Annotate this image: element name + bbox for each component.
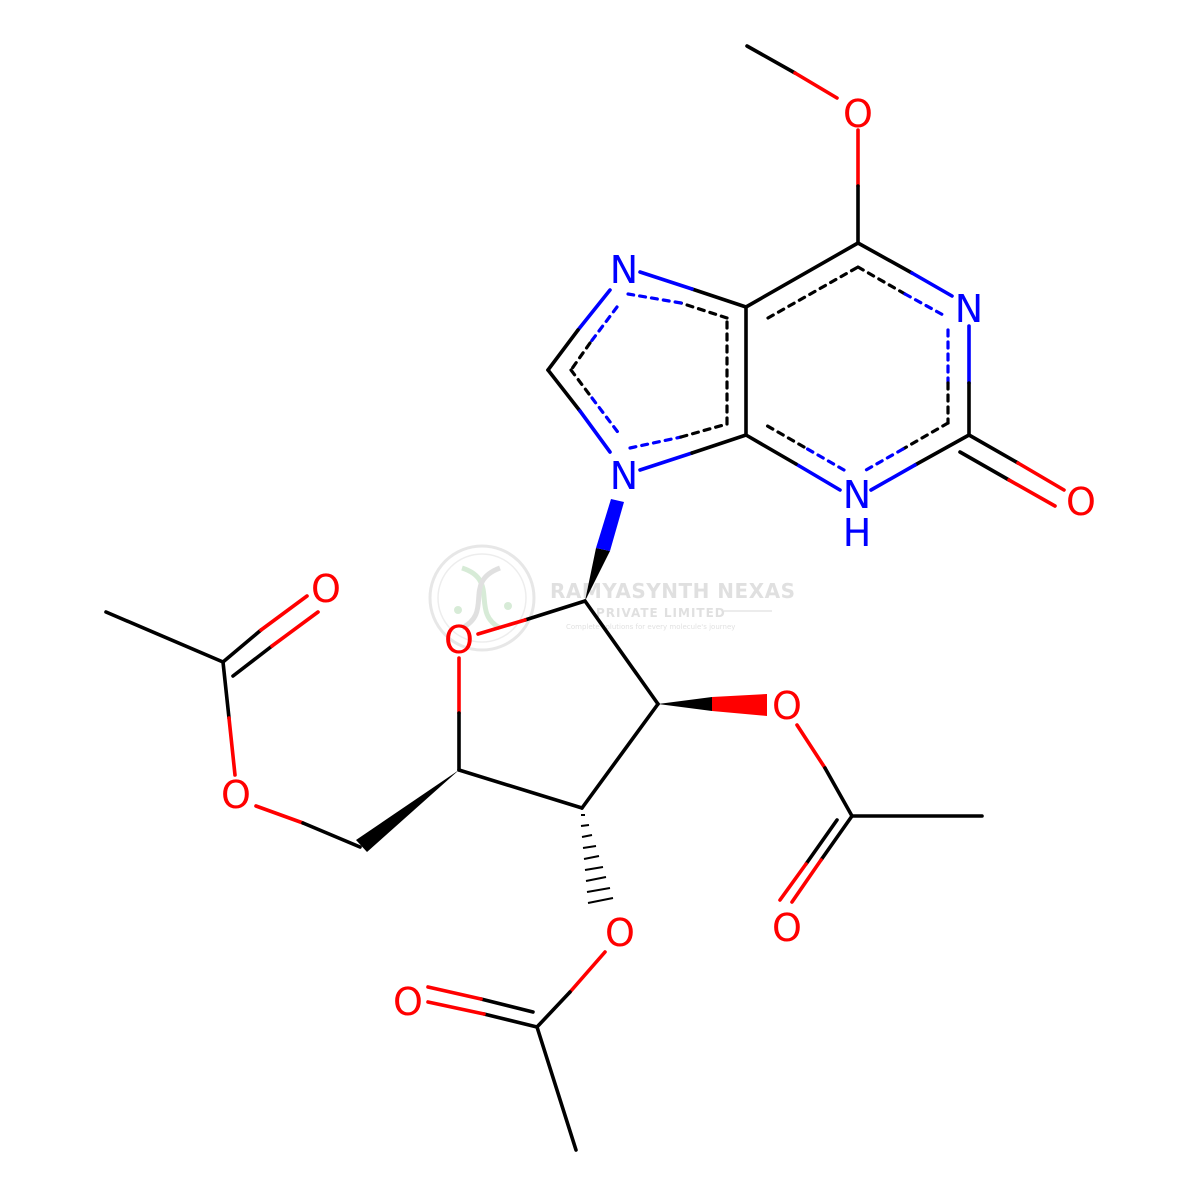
bond-n9-c4-blue (638, 451, 694, 472)
bond-c-o-bottom (482, 1012, 539, 1029)
bond-c-oester-left-red (227, 716, 237, 777)
bond-c-o-left (221, 628, 263, 664)
bond-n3-c4-blue (794, 462, 842, 492)
wedge-c1-n9 (585, 548, 610, 601)
wedge-c1-n9-blue (596, 499, 624, 551)
bond-c2-n3-blue (869, 463, 917, 492)
bond-n3-c4 (744, 433, 798, 466)
bond-n7-c8 (546, 328, 580, 372)
bond-c2-o-2-red (1007, 478, 1057, 508)
bond-c2-o (967, 433, 1020, 465)
aromatic-dashes (569, 265, 950, 472)
bond-oester-ch2-red (254, 804, 305, 825)
bond-o-c-right (823, 766, 854, 818)
atom-o-acetyl-right-ester: O (772, 684, 802, 728)
wedge-c2-o-red (712, 694, 767, 716)
bond-c-me-bottom (535, 1025, 578, 1152)
bond-c5-n7-blue (638, 270, 694, 291)
atom-n3: N (843, 473, 871, 517)
bond-c-o-right (819, 814, 854, 862)
bond-c-o-right-red (790, 858, 823, 904)
hash-c3-o (580, 814, 614, 904)
bond-c-oester-left (221, 660, 231, 720)
atom-n1: N (955, 287, 983, 331)
atom-o-acetyl-left-carbonyl: O (311, 567, 341, 611)
dna-leaf-logo-icon (428, 544, 536, 652)
atom-n7: N (610, 248, 638, 292)
bond-c-o-left-2-red (270, 610, 320, 648)
bond-c1-o4-red (476, 618, 527, 636)
bond-o-c-right-red (795, 723, 827, 770)
bond-c6-n1 (856, 241, 914, 275)
watermark-company: RAMYASYNTH NEXAS (550, 579, 796, 603)
bond-c4-c3 (457, 768, 584, 810)
bond-c8-n9 (546, 368, 582, 413)
bond-c-o-right-2-red (778, 862, 808, 902)
bond-c-o-left-2 (231, 644, 274, 678)
watermark-subtitle: PRIVATE LIMITED (596, 606, 726, 620)
atom-o-ring: O (444, 618, 474, 662)
bond-c1-o4 (523, 599, 587, 622)
bond-oester-ch2 (301, 821, 362, 849)
bond-n9-c4 (690, 433, 748, 455)
atom-o-acetyl-bottom-ester: O (605, 911, 635, 955)
bond-c6-c5 (744, 241, 860, 309)
atom-o-carbonyl: O (1066, 480, 1096, 524)
watermark-tagline: Complete solutions for every molecule's … (566, 623, 735, 631)
bond-n7-c8-blue (576, 288, 612, 332)
bond-c-o-left-red (259, 594, 309, 632)
atom-h-n3: H (843, 511, 872, 555)
bond-c2-o-2 (958, 450, 1011, 482)
atom-o-acetyl-bottom-carbonyl: O (393, 980, 423, 1024)
bond-c2-o-red (1016, 461, 1066, 492)
stereo-bonds (356, 499, 767, 904)
bond-c-o-bottom-2-red (426, 985, 483, 1001)
bond-c2-c1 (583, 599, 660, 706)
atom-o-methoxy: O (843, 92, 873, 136)
bond-c8-n9-blue (578, 409, 612, 454)
wedge-c4-ch2 (356, 770, 459, 852)
bond-o-c-bottom-red (568, 950, 607, 994)
bond-c6-n1-blue (910, 271, 954, 298)
bond-c5-n7 (690, 287, 748, 309)
bond-c3-c2 (580, 702, 660, 810)
bond-o-c-bottom (535, 990, 572, 1029)
bond-c-o-right-2 (804, 818, 839, 866)
bond-methyl-o-red (793, 71, 839, 100)
atom-o-acetyl-left-ester: O (221, 773, 251, 817)
bond-c-o-bottom-2 (479, 997, 535, 1014)
wedge-c2-o (658, 697, 712, 711)
watermark: RAMYASYNTH NEXAS PRIVATE LIMITED Complet… (428, 544, 796, 652)
bond-me-c-left (104, 610, 225, 664)
bond-c2-n3 (913, 433, 971, 467)
bonds (104, 44, 1066, 1152)
bond-methyl-o (745, 44, 797, 75)
bond-c-o-bottom-red (426, 1000, 486, 1016)
atom-n9: N (610, 454, 638, 498)
atom-labels: O N N O N H N O O O O O O O (221, 92, 1096, 1024)
atom-o-acetyl-right-carbonyl: O (772, 906, 802, 950)
